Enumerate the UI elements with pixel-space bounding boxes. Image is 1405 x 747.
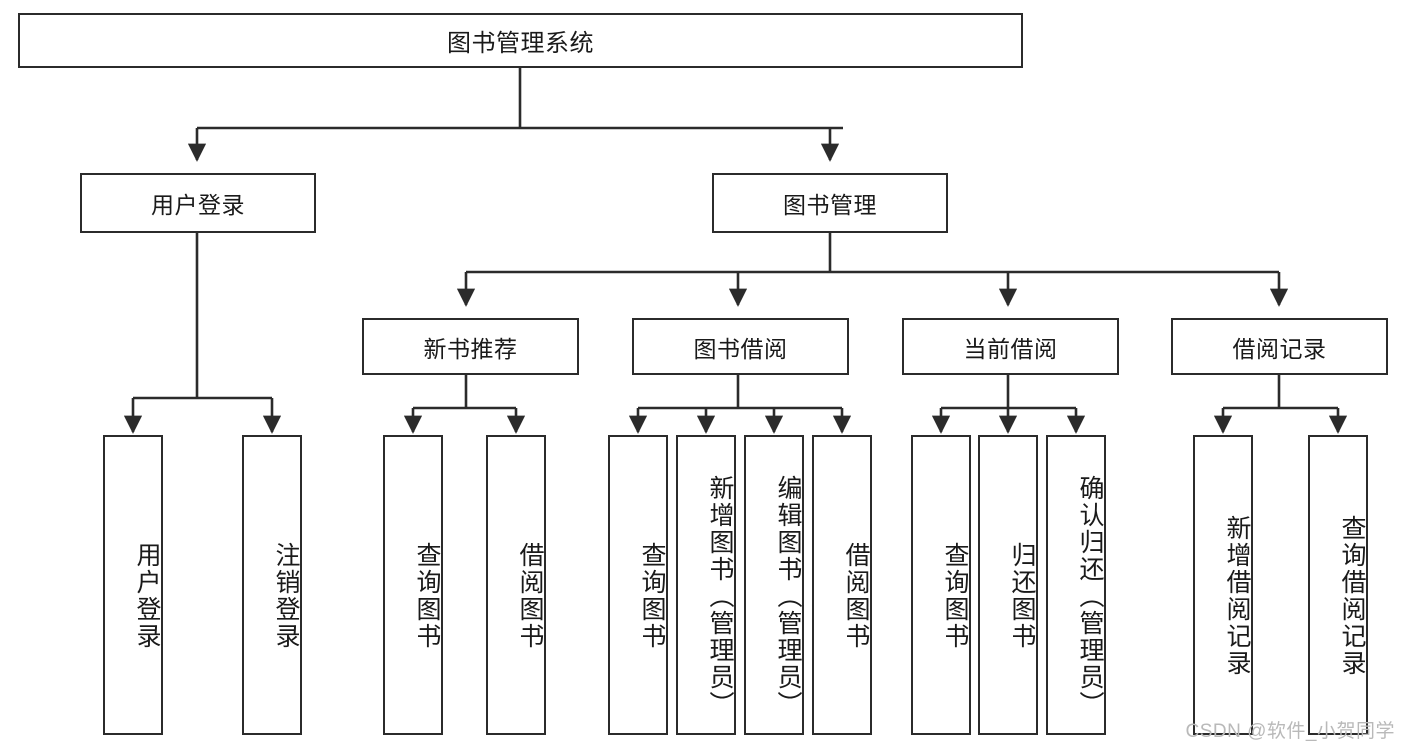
leaf-label: 查询图书 — [413, 542, 441, 650]
node-borrow-record[interactable]: 借阅记录 — [1171, 318, 1388, 375]
leaf-label: 确认归还（管理员） — [1076, 474, 1104, 718]
leaf-label: 查询借阅记录 — [1338, 515, 1366, 677]
leaf-current-borrow-query[interactable]: 查询图书 — [911, 435, 971, 735]
leaf-label: 用户登录 — [133, 542, 161, 650]
leaf-label: 注销登录 — [272, 542, 300, 650]
leaf-user-login-logout[interactable]: 注销登录 — [242, 435, 302, 735]
leaf-label: 查询图书 — [941, 542, 969, 650]
leaf-label: 归还图书 — [1008, 542, 1036, 650]
leaf-current-borrow-return[interactable]: 归还图书 — [978, 435, 1038, 735]
leaf-new-book-query[interactable]: 查询图书 — [383, 435, 443, 735]
leaf-current-borrow-confirm[interactable]: 确认归还（管理员） — [1046, 435, 1106, 735]
leaf-label: 编辑图书（管理员） — [774, 474, 802, 718]
leaf-book-borrow-edit[interactable]: 编辑图书（管理员） — [744, 435, 804, 735]
node-user-login[interactable]: 用户登录 — [80, 173, 316, 233]
leaf-label: 借阅图书 — [516, 542, 544, 650]
node-book-borrow[interactable]: 图书借阅 — [632, 318, 849, 375]
leaf-label: 新增借阅记录 — [1223, 515, 1251, 677]
leaf-book-borrow-borrow[interactable]: 借阅图书 — [812, 435, 872, 735]
leaf-borrow-record-query[interactable]: 查询借阅记录 — [1308, 435, 1368, 735]
leaf-label: 新增图书（管理员） — [706, 474, 734, 718]
leaf-book-borrow-query[interactable]: 查询图书 — [608, 435, 668, 735]
leaf-new-book-borrow[interactable]: 借阅图书 — [486, 435, 546, 735]
leaf-user-login-login[interactable]: 用户登录 — [103, 435, 163, 735]
node-root[interactable]: 图书管理系统 — [18, 13, 1023, 68]
node-book-management[interactable]: 图书管理 — [712, 173, 948, 233]
csdn-watermark: CSDN @软件_小贺同学 — [1185, 721, 1395, 742]
node-new-book-recommend[interactable]: 新书推荐 — [362, 318, 579, 375]
leaf-borrow-record-add[interactable]: 新增借阅记录 — [1193, 435, 1253, 735]
node-current-borrow[interactable]: 当前借阅 — [902, 318, 1119, 375]
leaf-label: 借阅图书 — [842, 542, 870, 650]
leaf-book-borrow-add[interactable]: 新增图书（管理员） — [676, 435, 736, 735]
leaf-label: 查询图书 — [638, 542, 666, 650]
